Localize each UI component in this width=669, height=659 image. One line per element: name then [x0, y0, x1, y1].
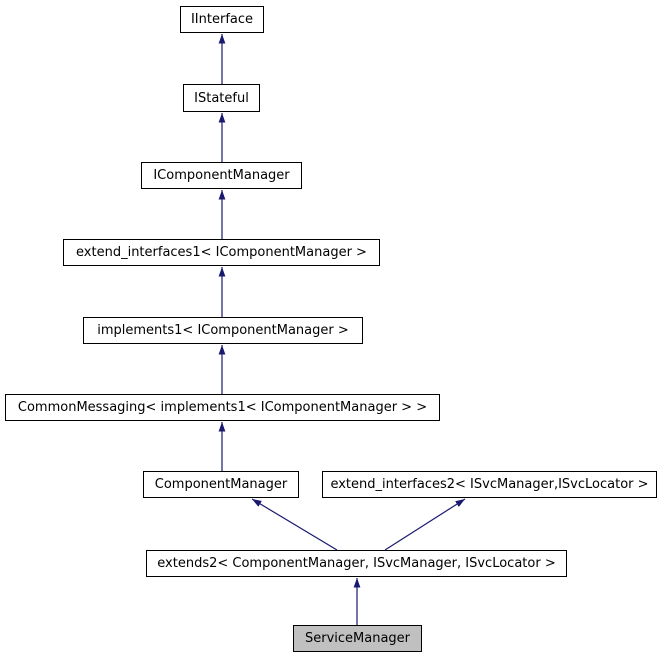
class-node-iinterface[interactable]: IInterface	[180, 6, 264, 33]
class-node-servicemanager-current: ServiceManager	[293, 625, 422, 652]
class-node-implements1[interactable]: implements1< IComponentManager >	[83, 317, 363, 344]
class-node-extend-interfaces1[interactable]: extend_interfaces1< IComponentManager >	[63, 239, 380, 266]
class-node-istateful[interactable]: IStateful	[183, 84, 260, 112]
arrow-extends2-to-componentmanager	[251, 498, 338, 551]
class-node-componentmanager[interactable]: ComponentManager	[143, 471, 299, 498]
class-node-extends2[interactable]: extends2< ComponentManager, ISvcManager,…	[146, 550, 567, 577]
arrow-extends2-to-extend-interfaces2	[384, 498, 466, 551]
class-node-icomponentmanager[interactable]: IComponentManager	[141, 162, 302, 189]
class-node-extend-interfaces2[interactable]: extend_interfaces2< ISvcManager,ISvcLoca…	[322, 471, 657, 498]
class-node-commonmessaging[interactable]: CommonMessaging< implements1< IComponent…	[5, 394, 440, 421]
